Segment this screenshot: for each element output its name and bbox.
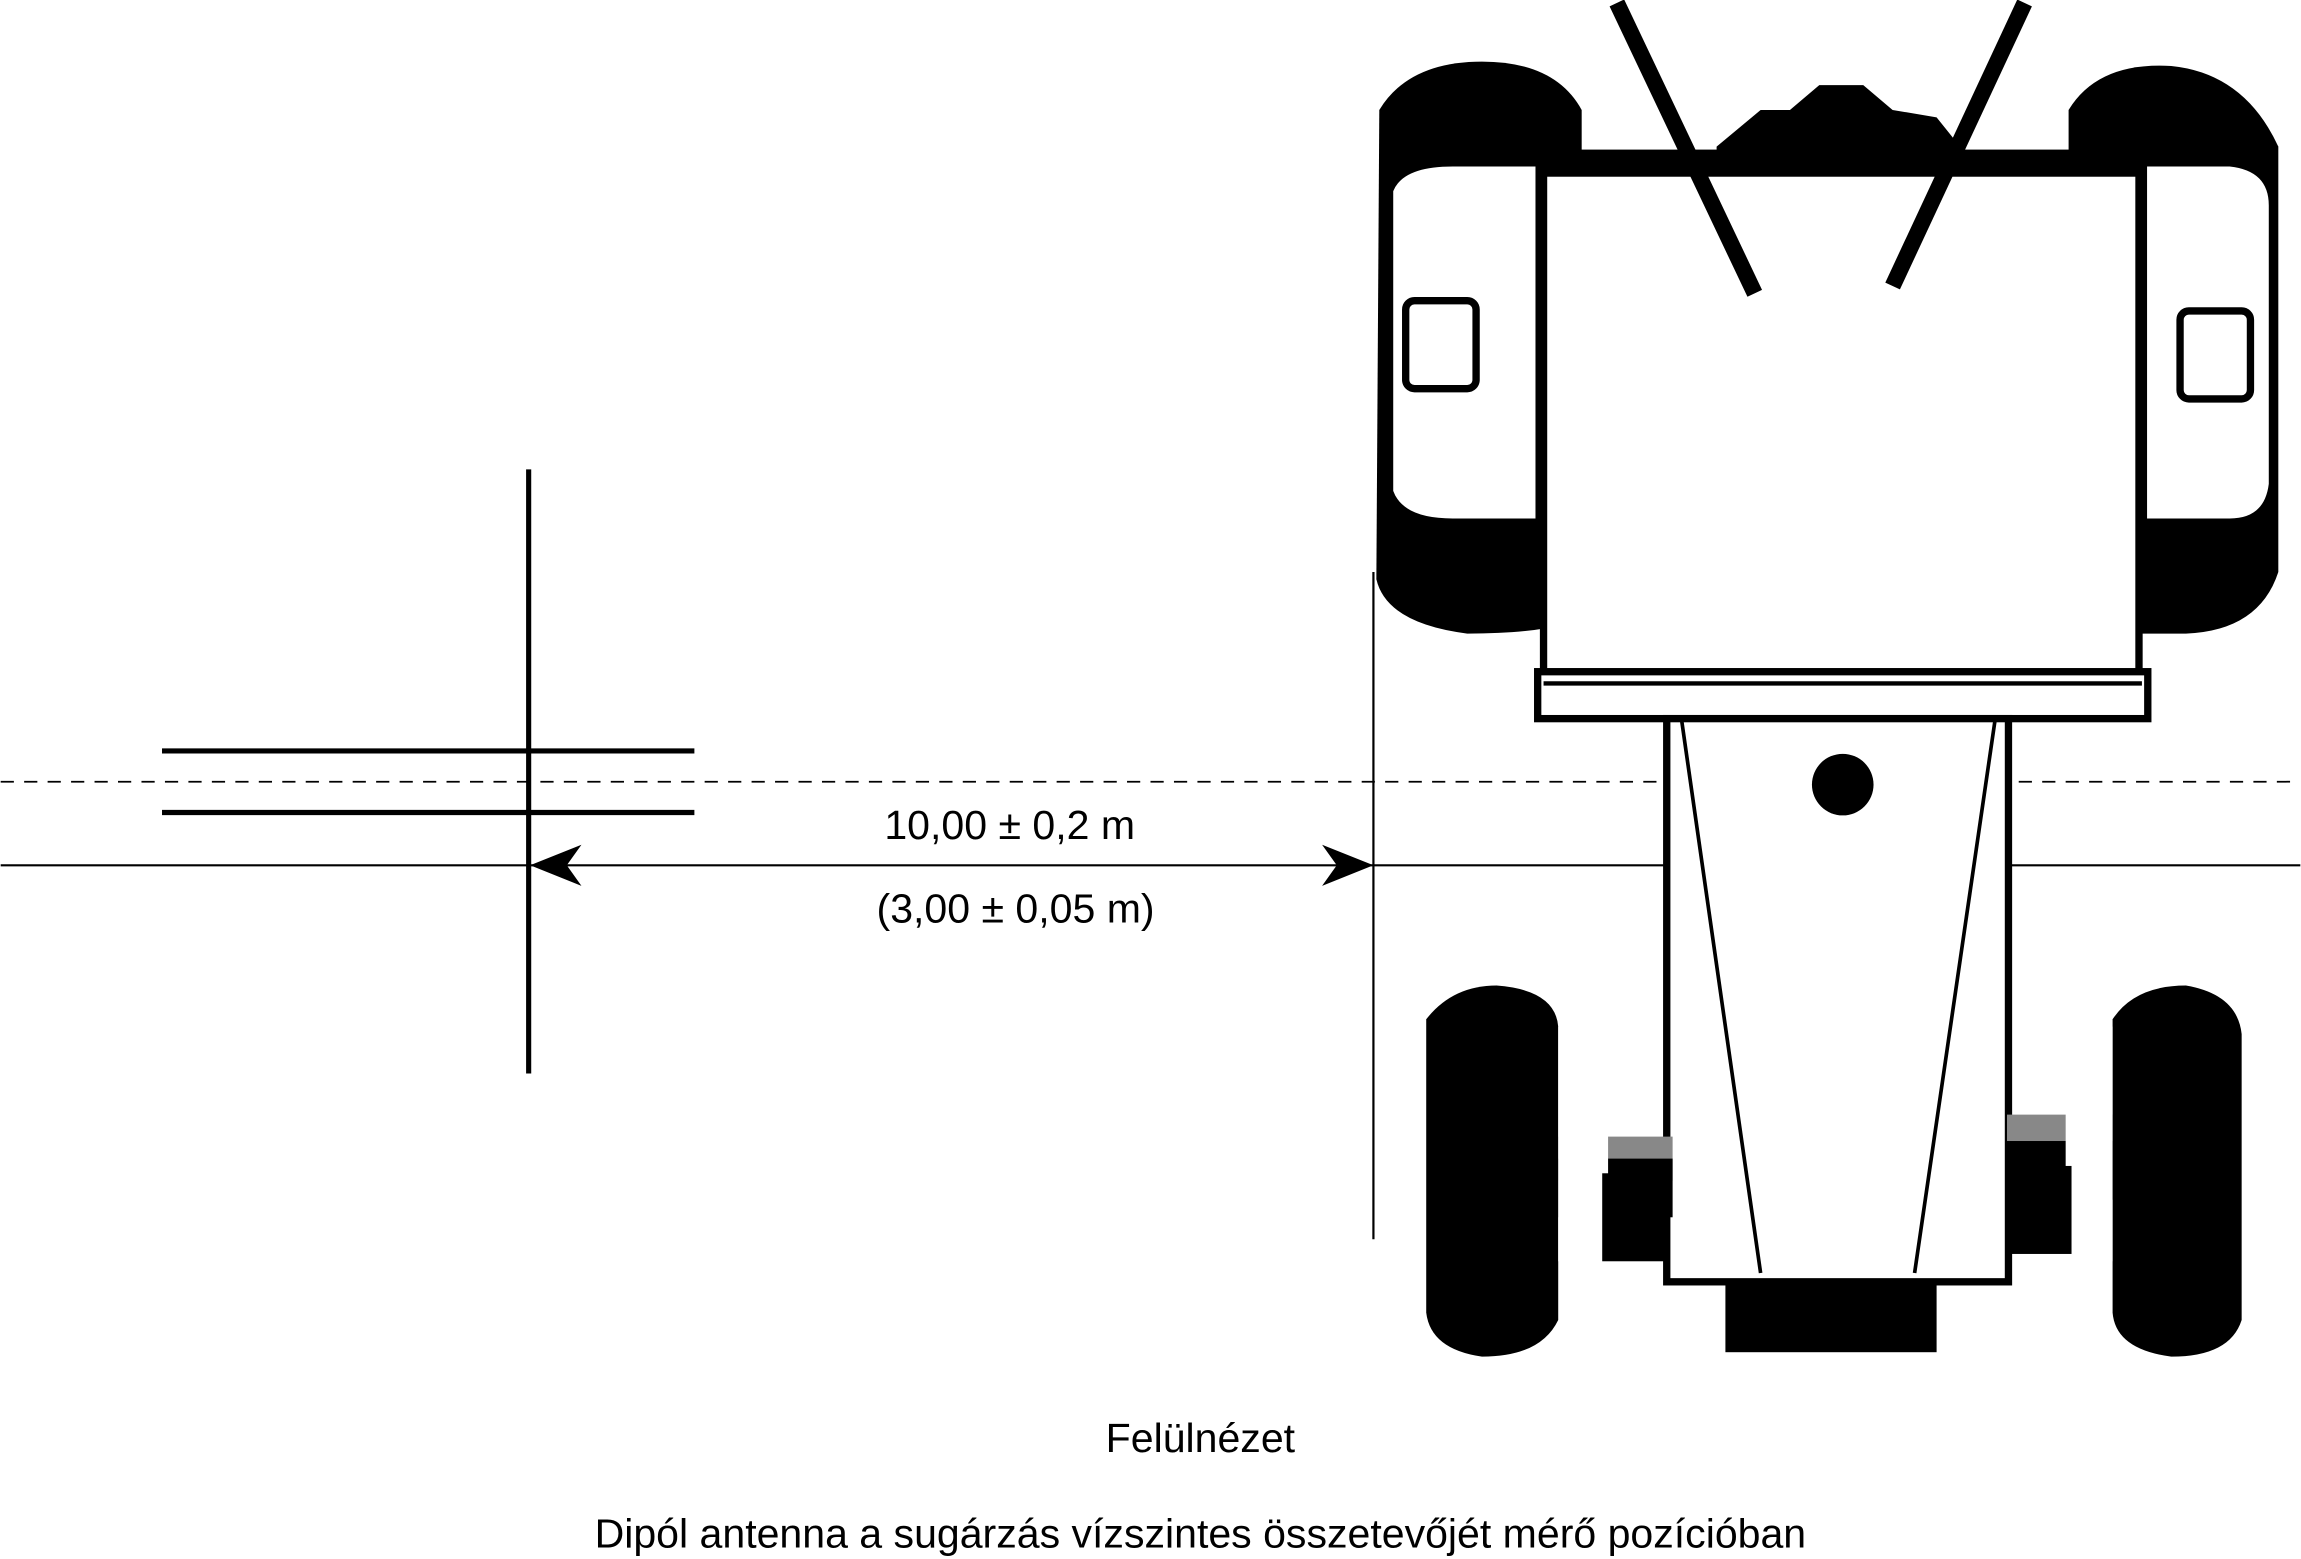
dimension-primary: 10,00 ± 0,2 m [884, 802, 1135, 848]
front-wheel-left [1426, 985, 1559, 1357]
tractor-top-view [1376, 0, 2279, 1357]
front-wheel-right [2112, 985, 2242, 1357]
cabin [1539, 169, 2143, 682]
figure-title: Dipól antenna a sugárzás vízszintes össz… [595, 1510, 1807, 1556]
view-caption: Felülnézet [1106, 1415, 1296, 1461]
dimension-arrow [530, 844, 1374, 886]
dipole-antenna [162, 469, 695, 1074]
dimension-secondary: (3,00 ± 0,05 m) [877, 885, 1155, 931]
